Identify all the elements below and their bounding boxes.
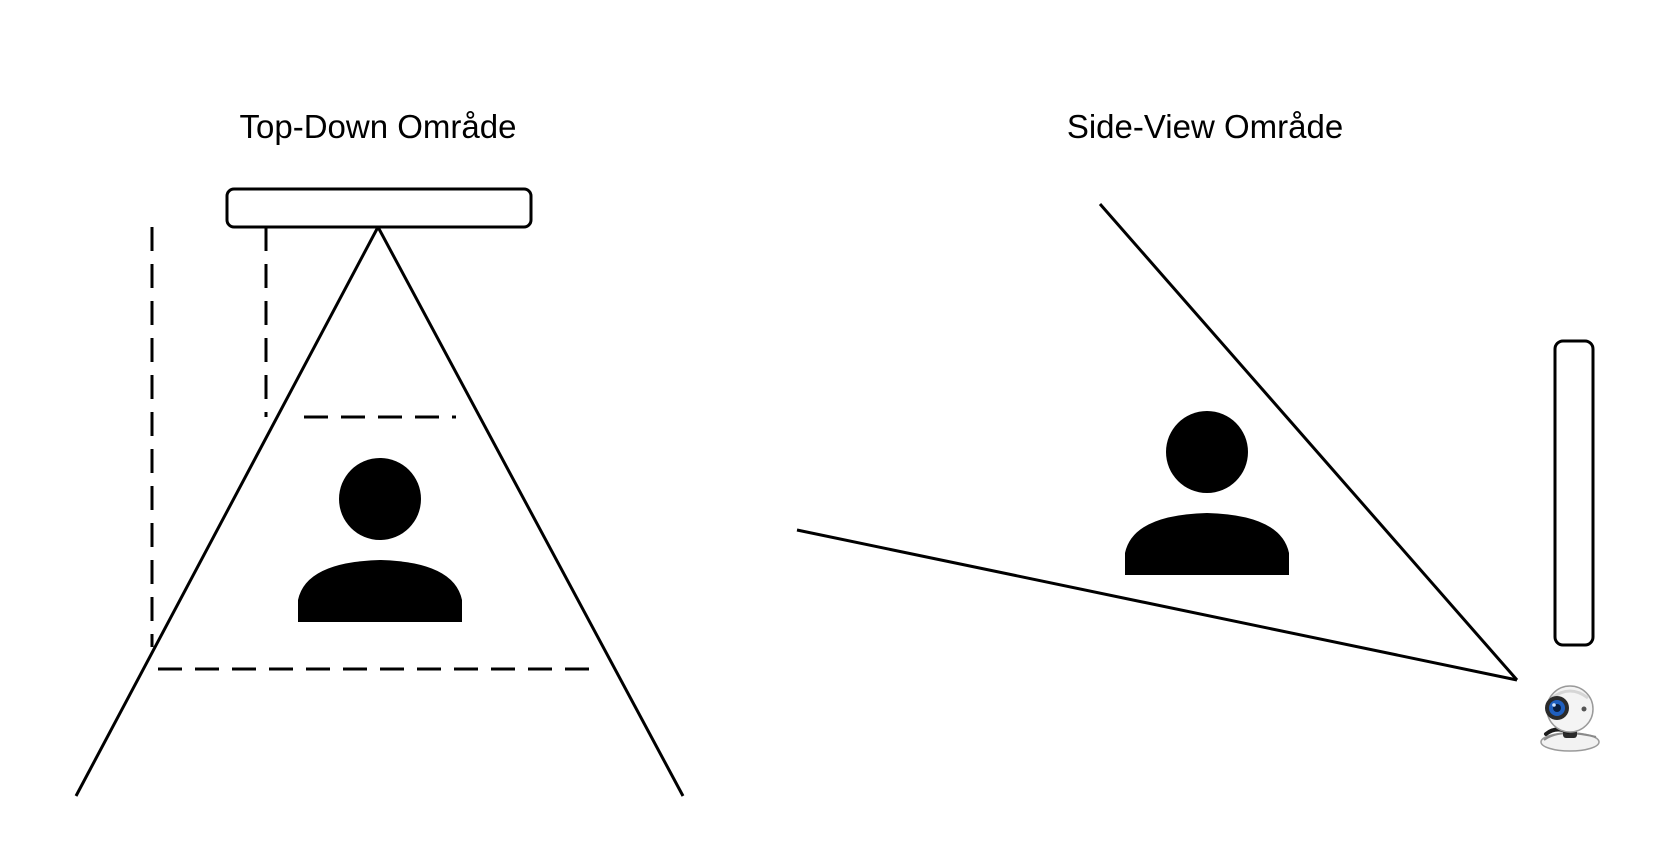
webcam-icon [1540,685,1600,752]
person-head [339,458,421,540]
detection-area-dashed [150,227,600,671]
person-body [1125,513,1289,575]
person-icon [298,458,462,622]
camera-bar-icon [225,187,533,229]
top-down-title: Top-Down Område [240,108,517,145]
side-fov-line-upper [1098,203,1519,681]
fov-line-left [74,226,380,797]
screen-bar-icon [1553,339,1595,647]
side-view-panel: Side-View Område [796,108,1600,752]
top-down-panel: Top-Down Område [74,108,685,797]
side-view-title: Side-View Område [1067,108,1343,145]
side-fov-line-lower [796,528,1518,682]
fov-line-right [376,226,685,797]
person-body [298,560,462,622]
person-icon [1125,411,1289,575]
person-head [1166,411,1248,493]
